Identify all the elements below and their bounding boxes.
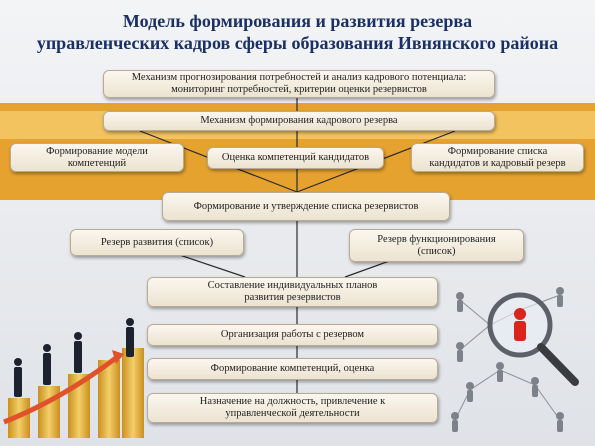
box-text-line: управленческой деятельности: [225, 408, 360, 419]
box-appointment: Назначение на должность, привлечение к у…: [147, 393, 438, 423]
box-candidate-assessment: Оценка компетенций кандидатов: [207, 147, 384, 169]
box-text-line: Формирование модели: [46, 145, 148, 157]
box-candidate-list: Формирование списка кандидатов и кадровы…: [411, 143, 584, 172]
box-text: Механизм формирования кадрового резерва: [200, 115, 398, 126]
page-title: Модель формирования и развития резерва у…: [10, 10, 585, 54]
box-text: Организация работы с резервом: [220, 329, 365, 340]
box-text: Резерв развития (список): [100, 236, 214, 248]
box-text-line: развития резервистов: [244, 292, 341, 303]
box-reserve-approval: Формирование и утверждение списка резерв…: [162, 192, 450, 221]
box-text: Оценка компетенций кандидатов: [221, 152, 370, 163]
box-competency-model: Формирование модели компетенций: [10, 143, 184, 172]
box-text: Формирование и утверждение списка резерв…: [193, 200, 419, 212]
people-network-icon: [451, 287, 564, 432]
box-development-reserve: Резерв развития (список): [70, 229, 244, 256]
box-individual-plans: Составление индивидуальных планов развит…: [147, 277, 438, 307]
box-competency-formation: Формирование компетенций, оценка: [147, 358, 438, 380]
box-text-line: Назначение на должность, привлечение к: [199, 396, 386, 407]
box-reserve-mechanism: Механизм формирования кадрового резерва: [103, 111, 495, 131]
box-forecasting-mechanism: Механизм прогнозирования потребностей и …: [103, 70, 495, 98]
business-growth-illustration: [3, 318, 144, 438]
box-text-line: мониторинг потребностей, критерии оценки…: [171, 84, 427, 95]
box-text-line: кандидатов и кадровый резерв: [429, 157, 566, 169]
box-reserve-organization: Организация работы с резервом: [147, 324, 438, 346]
box-text-line: компетенций: [67, 157, 127, 169]
title-line-2: управленческих кадров сферы образования …: [36, 33, 559, 53]
highlighted-person-icon: [514, 308, 526, 341]
magnifying-glass-icon: [487, 292, 579, 386]
business-people-icon: [14, 318, 134, 397]
growth-arrow-icon: [3, 355, 118, 425]
talent-search-illustration: [451, 287, 579, 432]
box-text: Формирование компетенций, оценка: [210, 363, 375, 374]
box-functioning-reserve: Резерв функционирования (список): [349, 229, 524, 262]
box-text-line: Резерв функционирования: [377, 233, 496, 245]
box-text-line: Составление индивидуальных планов: [207, 280, 378, 291]
box-text-line: (список): [417, 245, 456, 257]
rising-bars-icon: [8, 348, 144, 438]
box-text-line: Формирование списка: [447, 145, 548, 157]
title-line-1: Модель формирования и развития резерва: [122, 11, 473, 31]
box-text-line: Механизм прогнозирования потребностей и …: [131, 72, 467, 83]
